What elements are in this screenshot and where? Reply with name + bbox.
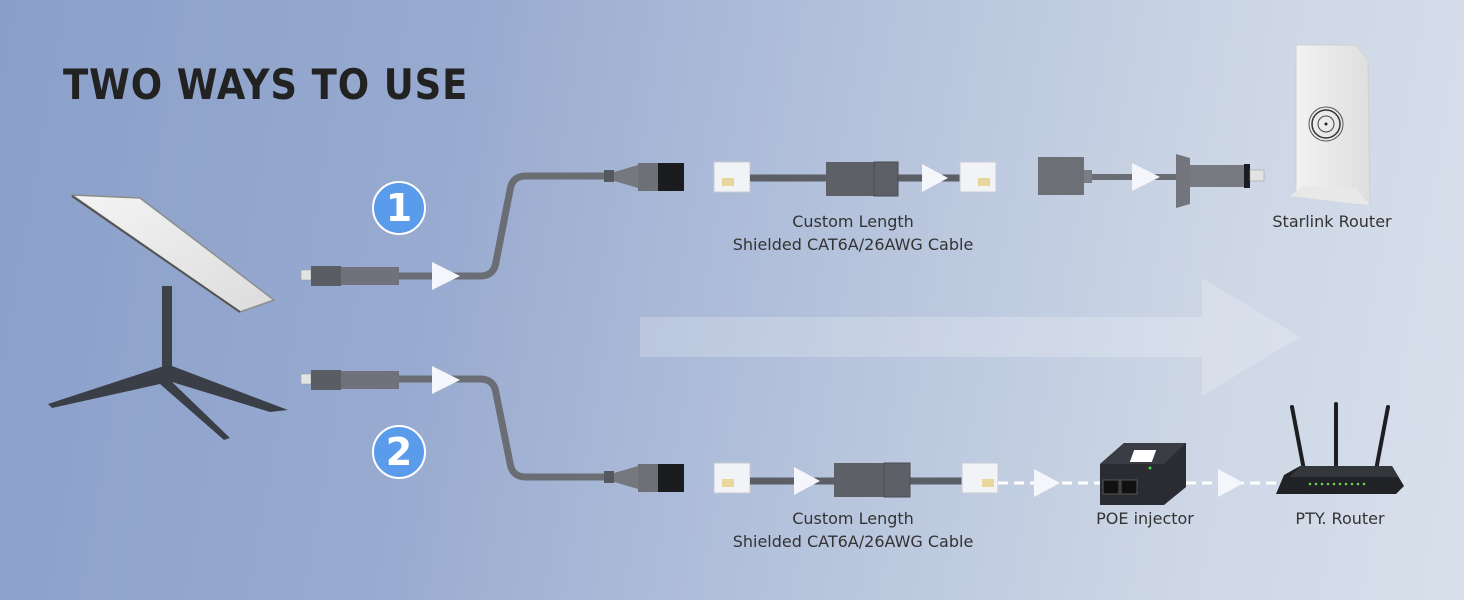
method1-dish-connector: [300, 163, 684, 290]
starlink-router-icon: [1290, 44, 1371, 206]
method2-cable-caption: Custom Length Shielded CAT6A/26AWG Cable: [712, 507, 994, 553]
method1-badge: 1: [372, 181, 426, 235]
wifi-router-icon: [1276, 402, 1404, 494]
poe-injector-label: POE injector: [1096, 509, 1194, 528]
method1-patch-cable: [713, 161, 997, 197]
method1-router-adapter: [1038, 154, 1265, 208]
poe-injector-icon: [1100, 443, 1186, 505]
method2-patch-cable: [713, 462, 1100, 498]
starlink-router-label: Starlink Router: [1272, 212, 1392, 231]
method2-arrow-icon: [1218, 469, 1244, 497]
cable-caption-line2: Shielded CAT6A/26AWG Cable: [732, 235, 974, 254]
page-title: TWO WAYS TO USE: [63, 60, 469, 109]
method1-cable-caption: Custom Length Shielded CAT6A/26AWG Cable: [712, 210, 994, 256]
cable-caption-line1: Custom Length: [792, 509, 914, 528]
cable-caption-line2: Shielded CAT6A/26AWG Cable: [732, 532, 974, 551]
cable-caption-line1: Custom Length: [792, 212, 914, 231]
starlink-dish-icon: [48, 194, 288, 440]
method2-badge: 2: [372, 425, 426, 479]
pty-router-label: PTY. Router: [1295, 509, 1385, 528]
method2-dish-connector: [300, 366, 684, 492]
